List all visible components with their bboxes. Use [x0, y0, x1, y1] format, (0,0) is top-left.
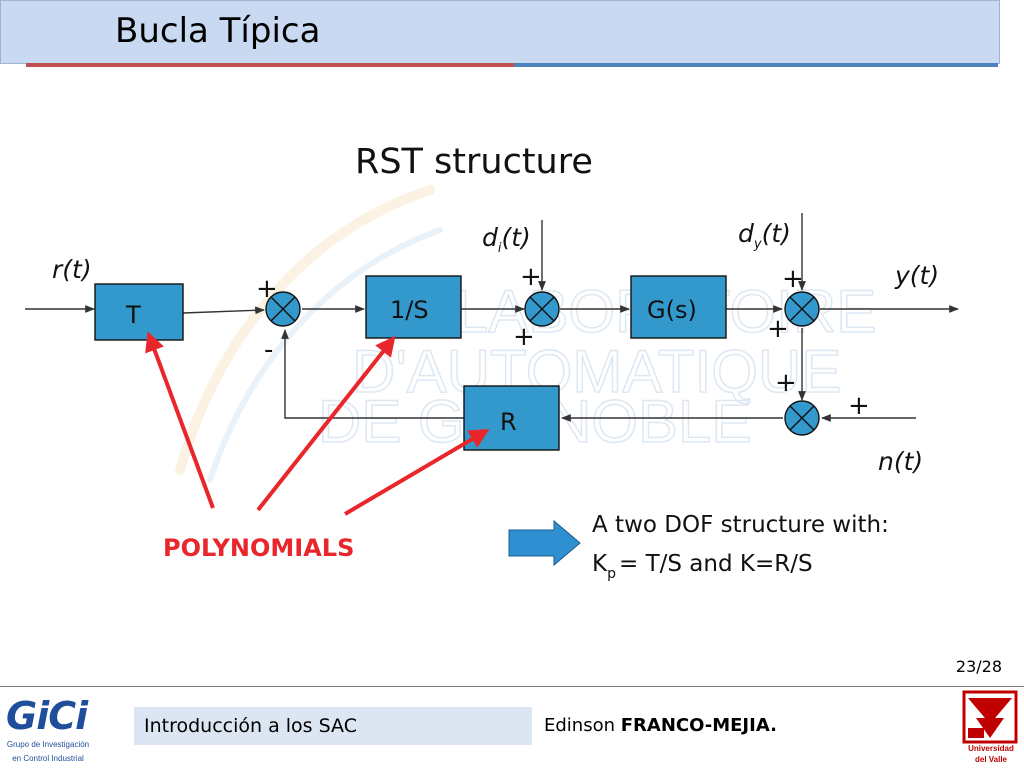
- label-output-disturbance: dy(t): [738, 219, 791, 252]
- title-underline-blue: [514, 63, 998, 67]
- page-number: 23/28: [955, 657, 1002, 676]
- sum-junction-4: [784, 400, 820, 436]
- note-line-2: Kp= T/S and K=R/S: [592, 551, 813, 582]
- course-title: Introducción a los SAC: [144, 715, 357, 737]
- gici-logo-word: GiCi: [6, 694, 88, 738]
- course-box: Introducción a los SAC: [134, 707, 532, 745]
- univalle-emblem-icon: [962, 690, 1018, 744]
- block-plant: G(s): [630, 275, 727, 339]
- big-arrow-icon: [508, 519, 581, 567]
- footer-rule: [0, 686, 1024, 687]
- sign-sum3-bottom: +: [767, 314, 789, 344]
- slide-title: Bucla Típica: [115, 11, 321, 51]
- block-r-label: R: [500, 408, 517, 436]
- annotation-polynomials: POLYNOMIALS: [163, 534, 354, 562]
- block-integrator-label: 1/S: [390, 296, 429, 324]
- sign-sum1-top: +: [256, 274, 278, 304]
- signal-lines: [25, 213, 959, 422]
- block-integrator: 1/S: [365, 275, 462, 339]
- author-last-name: FRANCO-MEJIA.: [620, 715, 777, 736]
- label-reference: r(t): [52, 255, 92, 284]
- block-r: R: [463, 385, 560, 451]
- univalle-logo-line-1: Universidad: [968, 744, 1014, 753]
- note-line-1: A two DOF structure with:: [592, 512, 889, 538]
- sign-sum2-top: +: [520, 262, 542, 292]
- sign-sum4-right: +: [848, 391, 870, 421]
- block-plant-label: G(s): [647, 296, 697, 324]
- title-underline-red: [26, 63, 514, 67]
- title-bar: Bucla Típica: [0, 0, 1000, 64]
- line-feedback: [281, 329, 464, 419]
- polynomial-pointers: [145, 331, 490, 516]
- sign-sum3-top: +: [782, 264, 804, 294]
- watermark-swoosh-2: [207, 227, 443, 483]
- sum-junction-2: [524, 291, 560, 327]
- univalle-logo: Universidad del Valle: [958, 688, 1022, 768]
- junction-signs: + - + + + + + +: [256, 262, 870, 421]
- author-name: Edinson FRANCO-MEJIA.: [544, 715, 777, 736]
- sign-sum1-bottom: -: [264, 335, 273, 365]
- pointer-to-t: [145, 331, 215, 509]
- gici-logo-line-2: en Control Industrial: [12, 754, 84, 763]
- signal-labels: r(t) di(t) dy(t) y(t) n(t): [52, 219, 939, 476]
- line-t-to-sum1: [182, 306, 265, 315]
- watermark-swoosh: [175, 185, 435, 475]
- diagram-heading: RST structure: [355, 142, 593, 182]
- gici-logo: GiCi Grupo de Investigación en Control I…: [2, 694, 92, 766]
- watermark-line-2: D'AUTOMATIQUE: [352, 338, 841, 405]
- pointer-to-r: [343, 428, 490, 516]
- gici-logo-line-1: Grupo de Investigación: [6, 740, 90, 749]
- sign-sum2-bottom: +: [513, 322, 535, 352]
- sum-junction-3: [784, 291, 820, 327]
- label-output: y(t): [894, 261, 939, 290]
- sign-sum4-top: +: [775, 368, 797, 398]
- label-noise: n(t): [878, 447, 923, 476]
- block-t-label: T: [125, 301, 141, 329]
- label-input-disturbance: di(t): [482, 223, 531, 256]
- author-first-name: Edinson: [544, 715, 616, 736]
- pointer-to-integrator: [256, 335, 396, 512]
- univalle-logo-line-2: del Valle: [974, 755, 1008, 764]
- sum-junction-1: [265, 291, 301, 327]
- block-t: T: [94, 283, 184, 341]
